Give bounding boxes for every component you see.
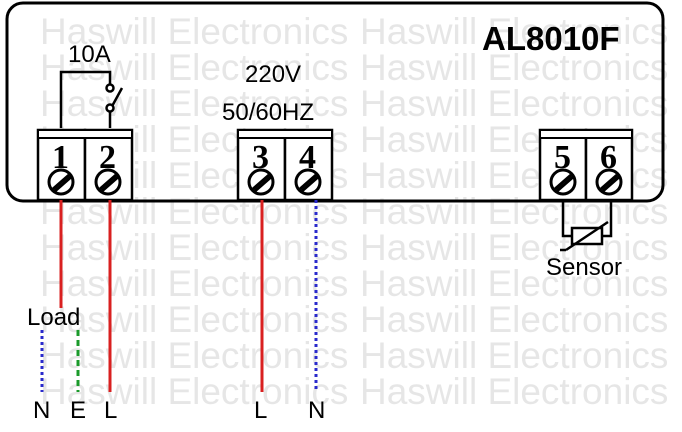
screw-icon: [94, 168, 122, 196]
watermark-line: Haswill Electronics: [360, 371, 668, 412]
terminal-screws: [47, 168, 623, 196]
watermark-line: Haswill Electronics: [40, 11, 348, 52]
terminal-number: 4: [299, 139, 316, 176]
screw-icon: [47, 168, 75, 196]
watermark-line: Haswill Electronics: [40, 335, 348, 376]
terminal-number: 3: [252, 139, 269, 176]
watermark-line: Haswill Electronics: [40, 83, 348, 124]
watermark-line: Haswill Electronics: [360, 335, 668, 376]
watermark-line: Haswill Electronics: [40, 371, 348, 412]
relay-contact: [59, 70, 124, 128]
watermark-line: Haswill Electronics: [360, 47, 668, 88]
watermark-line: Haswill Electronics: [40, 299, 348, 340]
screw-icon: [247, 168, 275, 196]
wires: [40, 200, 318, 392]
supply-live-label: L: [254, 397, 267, 424]
load-neutral-label: N: [33, 397, 50, 424]
load-label: Load: [27, 304, 80, 331]
sensor-loop: [560, 200, 613, 252]
watermark: Haswill Electronics Haswill Electronics …: [40, 11, 668, 412]
terminal-number: 2: [99, 139, 116, 176]
load-live-label: L: [104, 397, 117, 424]
watermark-line: Haswill Electronics: [360, 227, 668, 268]
model-label: AL8010F: [482, 20, 620, 57]
terminal-number: 5: [554, 139, 571, 176]
controller-housing: [5, 1, 665, 203]
supply-voltage-label: 220V: [245, 61, 301, 88]
watermark-line: Haswill Electronics: [360, 83, 668, 124]
sensor-label: Sensor: [546, 254, 622, 281]
relay-rating-label: 10A: [68, 41, 111, 68]
load-earth-label: E: [70, 397, 86, 424]
supply-neutral-label: N: [308, 397, 325, 424]
screw-icon: [549, 168, 577, 196]
watermark-line: Haswill Electronics: [40, 47, 348, 88]
watermark-line: Haswill Electronics: [360, 11, 668, 52]
watermark-line: Haswill Electronics: [40, 263, 348, 304]
terminal-number: 1: [52, 139, 69, 176]
supply-frequency-label: 50/60HZ: [222, 99, 314, 126]
screw-icon: [294, 168, 322, 196]
watermark-line: Haswill Electronics: [40, 227, 348, 268]
watermark-line: Haswill Electronics: [360, 263, 668, 304]
watermark-line: Haswill Electronics: [360, 299, 668, 340]
screw-icon: [595, 168, 623, 196]
terminal-number: 6: [600, 139, 617, 176]
